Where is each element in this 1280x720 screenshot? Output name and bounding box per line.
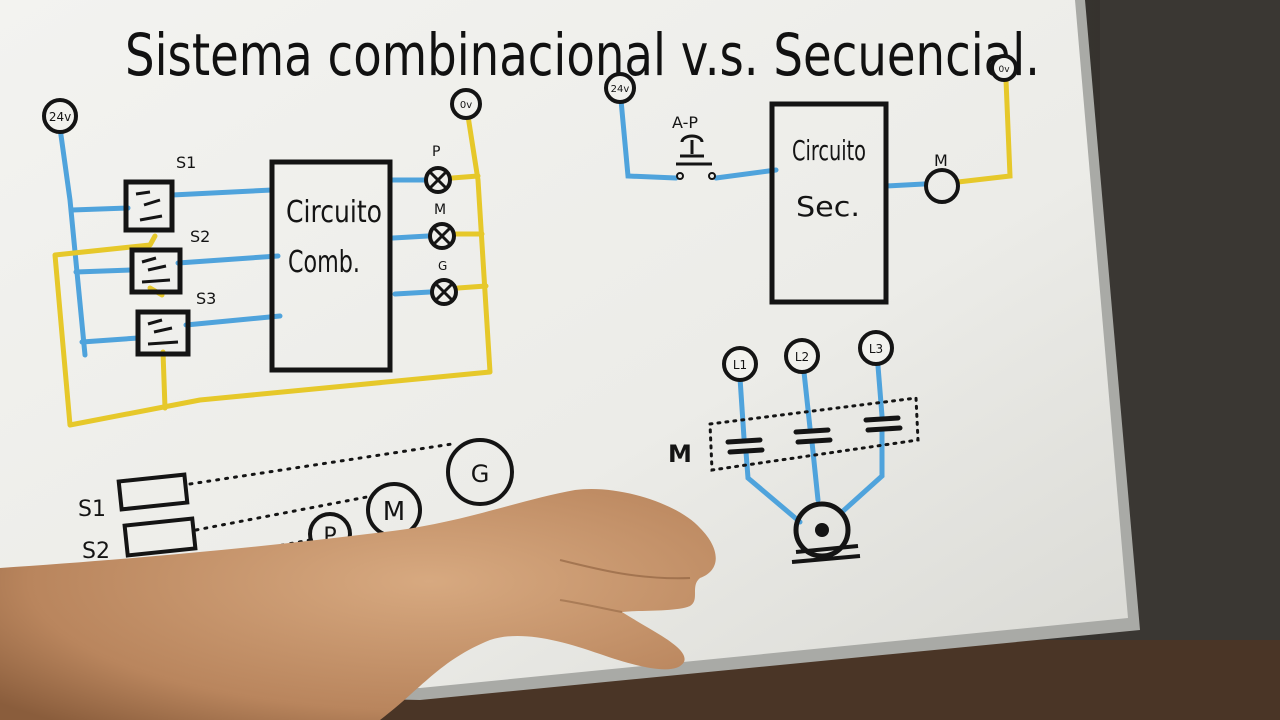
motor-m-right: M	[924, 151, 960, 204]
contactor-label: M	[668, 440, 692, 468]
source-terminal-left	[42, 98, 78, 134]
ground-terminal-left	[450, 88, 482, 120]
sketch-output-g: G	[446, 438, 514, 506]
sensor-s1: S1	[78, 472, 190, 522]
source-label-right: 24v	[611, 84, 630, 95]
combinational-block	[269, 159, 393, 373]
output-lamp-p: P	[424, 144, 452, 194]
output-label-p: P	[432, 144, 440, 160]
switch-s1-label: S1	[176, 153, 196, 172]
switch-s2-label: S2	[190, 227, 210, 246]
blue-wires-left	[57, 125, 433, 358]
sequential-block-line1: Circuito	[792, 134, 866, 167]
contactor-frame	[708, 396, 920, 472]
yellow-wires-left	[52, 113, 493, 428]
sequential-circuit: 24v 0v A-P Circuito Sec. M	[604, 54, 1018, 305]
blue-wires-three-phase	[737, 363, 885, 525]
sequential-block-line2: Sec.	[796, 190, 860, 223]
line-terminal-l3	[858, 330, 894, 366]
line-terminal-l1	[722, 346, 758, 382]
output-label-g: G	[438, 259, 447, 273]
contactor-contacts	[725, 415, 903, 455]
output-lamp-g: G	[430, 259, 458, 306]
line-terminal-l2	[784, 338, 820, 374]
switch-s1: S1	[123, 153, 196, 233]
switch-s3-label: S3	[196, 289, 216, 308]
line-label-l1: L1	[733, 358, 747, 372]
three-phase-diagram: L1 L2 L3 M	[668, 330, 920, 564]
ground-label-right: 0v	[998, 65, 1010, 75]
line-label-l2: L2	[795, 350, 809, 364]
sketch-label-m: M	[383, 497, 405, 527]
ground-label-left: 0v	[460, 100, 472, 111]
yellow-wires-right	[955, 77, 1013, 185]
sensor-s2: S2	[82, 516, 198, 564]
combinational-block-line1: Circuito	[286, 195, 382, 230]
source-label-left: 24v	[49, 110, 71, 124]
blue-wires-right	[618, 97, 927, 189]
source-terminal-right	[604, 72, 636, 104]
switch-s2-box	[129, 247, 183, 295]
switch-s2: S2	[129, 227, 210, 295]
switch-s1-box	[123, 179, 175, 233]
pushbutton-ap: A-P	[672, 113, 716, 180]
switch-s3-box	[135, 309, 191, 357]
ground-terminal-right	[990, 54, 1018, 82]
switch-s3: S3	[135, 289, 216, 357]
three-phase-motor	[791, 501, 861, 564]
board-title: Sistema combinacional v.s. Secuencial.	[125, 21, 1040, 89]
hand-skin	[0, 488, 716, 720]
sequential-block	[769, 101, 889, 305]
output-label-m: M	[434, 202, 446, 218]
line-label-l3: L3	[869, 342, 883, 356]
motor-label-right: M	[934, 151, 948, 170]
output-lamp-m: M	[428, 202, 456, 250]
pushbutton-label: A-P	[672, 113, 698, 132]
sensor-label-s1: S1	[78, 497, 106, 522]
sketch-label-g: G	[471, 460, 490, 488]
sensor-label-s2: S2	[82, 539, 110, 564]
combinational-block-line2: Comb.	[288, 245, 360, 280]
presenter-hand	[0, 488, 716, 720]
combinational-circuit: 24v 0v S1 S2 S3 Circuito Comb. P	[42, 88, 493, 428]
